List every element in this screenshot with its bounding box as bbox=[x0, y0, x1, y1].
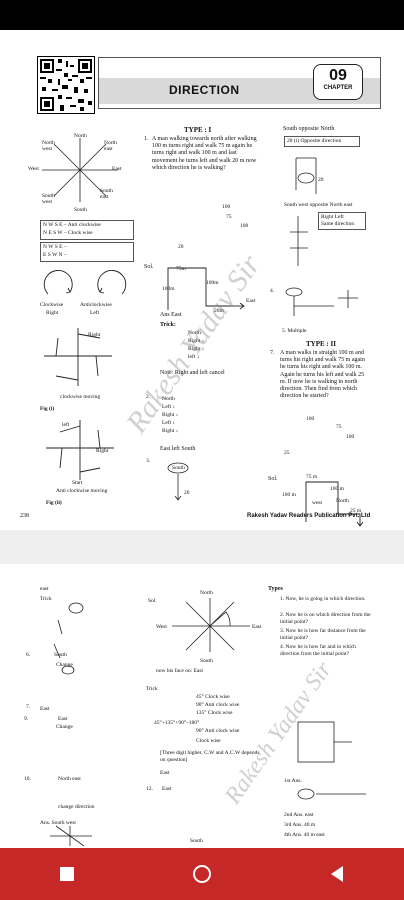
left-label: Left bbox=[90, 310, 100, 316]
rotation-arrows-diagram bbox=[43, 269, 127, 295]
same-direction-box: Right Left Same direction bbox=[318, 212, 366, 230]
type-1-heading: TYPE : I bbox=[184, 126, 212, 134]
south-west-opposite: South west opposite North east bbox=[284, 202, 353, 208]
status-bar bbox=[0, 0, 404, 30]
rule-box-1: N W S E – Anti clockwise N E S W – Clock… bbox=[40, 220, 134, 240]
change-direction-diagram bbox=[50, 825, 92, 847]
multiple-label: 5. Multiple bbox=[282, 328, 307, 334]
fig-ii-start: Start bbox=[72, 480, 83, 486]
android-navigation-bar bbox=[0, 848, 404, 900]
circle-icon bbox=[192, 865, 211, 883]
fig-ii-left: left bbox=[62, 422, 70, 428]
fig-ii-label: Fig (ii) bbox=[46, 500, 62, 506]
right-label: Right bbox=[46, 310, 59, 316]
path-diagram-q4 bbox=[285, 287, 358, 316]
east-left-south: East left South bbox=[160, 446, 196, 452]
answer-arrow-diagram bbox=[297, 788, 366, 800]
compass-west: West bbox=[28, 166, 39, 172]
home-button[interactable] bbox=[172, 854, 232, 894]
chapter-number: 09 bbox=[329, 67, 347, 84]
compass-sw: South west bbox=[42, 193, 55, 205]
compass-east: East bbox=[112, 166, 122, 172]
publisher-footer: Rakesh Yadav Readers Publication Pvt. Lt… bbox=[247, 513, 371, 519]
compass-se: South east bbox=[100, 188, 113, 200]
back-button[interactable] bbox=[307, 854, 367, 894]
types-heading: Types bbox=[268, 586, 283, 592]
compass-rose-diagram bbox=[42, 138, 118, 202]
trick-label: Trick: bbox=[160, 322, 176, 328]
compass-north: North bbox=[74, 133, 87, 139]
fig-i-caption: clockwise moving bbox=[60, 394, 101, 400]
opposite-direction-box: 28 (i) Opposite direction bbox=[284, 136, 360, 147]
type-2-heading: TYPE : II bbox=[306, 340, 336, 348]
rule-box-2: N W S E – E S W N – bbox=[40, 242, 134, 262]
question-7: A man walks in straight 100 m and turns … bbox=[280, 350, 365, 400]
compass-ne: North east bbox=[104, 140, 117, 152]
direction-sketch bbox=[290, 216, 308, 266]
anticlockwise-label: Anticlockwise bbox=[80, 302, 112, 308]
path-diagram-q3 bbox=[167, 462, 189, 501]
clockwise-moving-diagram bbox=[44, 328, 112, 386]
angle-diagram-mid bbox=[172, 598, 250, 652]
page-number: 238 bbox=[20, 513, 29, 519]
document-page-1: DIRECTION 09 CHAPTER North South East We… bbox=[0, 30, 404, 530]
compass-nw: North west bbox=[42, 140, 55, 152]
chapter-title: DIRECTION bbox=[169, 83, 240, 97]
path-diagram-q7 bbox=[305, 481, 364, 527]
trick-diagram-left bbox=[53, 602, 84, 675]
page-gap bbox=[0, 530, 404, 564]
document-page-2: east Trick 6. South Change 7. East 9. Ea… bbox=[0, 564, 404, 848]
recent-apps-button[interactable] bbox=[37, 854, 97, 894]
solution-label-q7: Sol. bbox=[268, 476, 278, 482]
rectangle-path-diagram bbox=[297, 721, 352, 763]
path-diagram-q1 bbox=[167, 267, 245, 310]
fig-i-right: Right bbox=[88, 332, 101, 338]
fig-ii-right: Right bbox=[96, 448, 109, 454]
opposite-arrows-diagram bbox=[295, 157, 317, 194]
square-icon bbox=[60, 867, 75, 881]
clockwise-label: Clockwise bbox=[40, 302, 64, 308]
compass-south: South bbox=[74, 207, 87, 213]
chapter-label: CHAPTER bbox=[323, 85, 353, 91]
chapter-badge: 09 CHAPTER bbox=[313, 64, 363, 100]
south-opposite-north: South opposite North bbox=[283, 126, 335, 132]
anticlockwise-moving-diagram bbox=[46, 420, 114, 480]
answer-q1: Ans East bbox=[160, 312, 182, 318]
question-1: A man walking towards north after walkin… bbox=[152, 136, 257, 171]
note-text: Note: Right and left cancel bbox=[160, 370, 225, 376]
fig-i-label: Fig (i) bbox=[40, 406, 55, 412]
back-triangle-icon bbox=[330, 866, 343, 882]
fig-ii-caption: Anti clockwise moving bbox=[56, 488, 108, 494]
qr-code bbox=[37, 56, 95, 114]
solution-label: Sol. bbox=[144, 264, 154, 270]
